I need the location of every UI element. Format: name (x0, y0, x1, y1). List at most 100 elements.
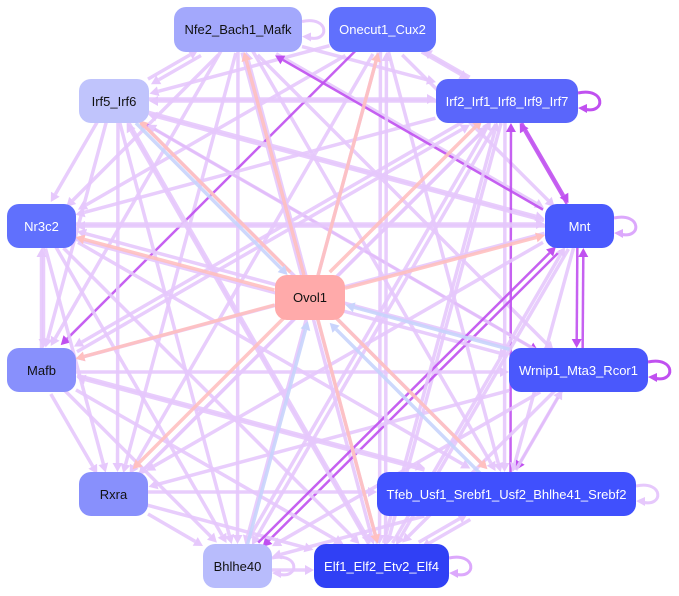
edge-tfeb-to-wrnip1 (514, 396, 560, 471)
arrowhead-irf2-to-tfeb (499, 462, 510, 472)
self-loop-arrowhead-irf2 (578, 104, 587, 113)
edge-onecut-to-rxra (132, 53, 375, 468)
arrowhead-bhlhe40-to-elf1 (305, 565, 314, 575)
node-nfe2[interactable]: Nfe2_Bach1_Mafk (174, 7, 302, 52)
edge-nr3c2-to-tfeb (77, 240, 464, 466)
arrowhead-onecut-to-irf5 (149, 86, 160, 97)
arrowhead-mafb-to-wrnip1 (500, 367, 509, 377)
edge-onecut-to-elf1 (377, 51, 383, 535)
arrowhead-elf1-to-tfeb (457, 514, 468, 524)
arrowhead-mafb-to-irf2 (459, 124, 470, 134)
edge-nfe2-to-tfeb (251, 50, 493, 465)
arrowhead-onecut-to-mafb (60, 335, 71, 346)
arrowhead-irf2-to-irf5 (149, 96, 158, 106)
arrowhead-nfe2-to-irf5 (150, 75, 162, 85)
arrowhead-ovol1-to-elf1 (370, 533, 381, 544)
self-loop-tfeb (635, 483, 660, 505)
self-loop-arrowhead-bhlhe40 (272, 569, 281, 578)
arrowhead-mnt-to-wrnip1 (571, 338, 582, 348)
node-irf2[interactable]: Irf2_Irf1_Irf8_Irf9_Irf7 (436, 79, 578, 123)
arrowhead-ovol1-to-onecut (371, 52, 381, 63)
edge-ovol1-to-nr3c2 (83, 237, 275, 292)
arrowhead-wrnip1-to-elf1 (402, 532, 413, 543)
arrowhead-irf2-to-elf1 (384, 534, 395, 544)
edge-irf5-to-nfe2 (147, 53, 192, 81)
edge-ovol1-to-tfeb (334, 315, 483, 465)
node-onecut[interactable]: Onecut1_Cux2 (329, 7, 436, 52)
node-rxra[interactable]: Rxra (79, 472, 148, 516)
arrowhead-nfe2-to-rxra (120, 463, 131, 474)
edge-mafb-to-tfeb (76, 373, 417, 468)
arrowhead-mnt-to-nr3c2 (76, 221, 85, 231)
arrowhead-rxra-to-tfeb (368, 487, 377, 497)
edge-ovol1-to-rxra (137, 315, 286, 465)
edge-nfe2-to-mnt (275, 52, 538, 205)
arrowhead-tfeb-to-wrnip1 (553, 389, 563, 401)
arrowhead-nr3c2-to-rxra (98, 462, 109, 473)
edge-mnt-to-irf5 (156, 114, 545, 223)
arrowhead-elf1-to-irf2 (490, 121, 500, 132)
edge-nfe2-to-irf5 (157, 53, 202, 82)
edge-irf2-to-mafb (80, 118, 468, 344)
edge-bhlhe40-to-ovol1 (245, 329, 308, 546)
node-bhlhe40[interactable]: Bhlhe40 (203, 544, 272, 588)
edge-ovol1-to-irf2 (328, 125, 477, 274)
edge-nfe2-to-irf2 (301, 44, 428, 82)
edge-elf1-to-onecut (383, 61, 389, 545)
arrowhead-mnt-to-rxra (146, 461, 157, 471)
arrowhead-wrnip1-to-ovol1 (345, 302, 356, 313)
arrowhead-mafb-to-nr3c2 (36, 248, 47, 257)
edge-irf5-to-mnt (148, 110, 537, 219)
arrowhead-mnt-to-irf5 (147, 111, 158, 122)
arrowhead-ovol1-to-rxra (132, 459, 143, 470)
arrowhead-irf5-to-bhlhe40 (224, 534, 235, 544)
node-ovol1[interactable]: Ovol1 (275, 275, 345, 320)
arrowhead-mafb-to-rxra (88, 463, 98, 475)
edge-wrnip1-to-rxra (156, 388, 510, 487)
arrowhead-irf2-to-mafb (73, 337, 85, 347)
edge-ovol1-to-elf1 (316, 319, 377, 536)
arrowhead-wrnip1-to-mnt (578, 248, 589, 258)
edge-irf2-to-nr3c2 (83, 116, 436, 215)
arrowhead-nfe2-to-mafb (50, 335, 60, 347)
self-loop-arrowhead-tfeb (636, 497, 645, 506)
node-nr3c2[interactable]: Nr3c2 (7, 204, 76, 248)
edge-irf2-to-onecut (429, 53, 471, 79)
edge-ovol1-to-onecut (316, 60, 378, 276)
arrowhead-irf2-to-bhlhe40 (251, 534, 261, 546)
self-loop-irf2 (577, 90, 602, 112)
node-irf5[interactable]: Irf5_Irf6 (79, 79, 149, 123)
arrowhead-ovol1-to-mafb (75, 351, 86, 362)
edge-mafb-to-rxra (49, 393, 95, 468)
node-mnt[interactable]: Mnt (545, 204, 614, 248)
edge-wrnip1-to-mnt (581, 257, 585, 349)
arrowhead-elf1-to-onecut (381, 52, 392, 62)
node-elf1[interactable]: Elf1_Elf2_Etv2_Elf4 (314, 544, 449, 588)
arrowhead-elf1-to-mnt (556, 246, 565, 258)
arrowhead-irf5-to-nfe2 (187, 50, 198, 60)
node-tfeb[interactable]: Tfeb_Usf1_Srebf1_Usf2_Bhlhe41_Srebf2 (377, 472, 636, 516)
arrowhead-irf5-to-rxra (112, 462, 123, 473)
self-loop-elf1 (448, 555, 473, 577)
arrowhead-tfeb-to-ovol1 (329, 322, 340, 333)
arrowhead-nr3c2-to-elf1 (349, 534, 360, 544)
self-loop-nfe2 (301, 19, 326, 40)
edge-mafb-to-elf1 (75, 388, 337, 542)
arrowhead-wrnip1-to-rxra (148, 479, 159, 490)
arrowhead-elf1-to-irf5 (126, 123, 136, 134)
self-loop-arrowhead-mnt (614, 229, 623, 238)
edge-irf2-to-bhlhe40 (254, 123, 498, 539)
node-wrnip1[interactable]: Wrnip1_Mta3_Rcor1 (509, 348, 648, 392)
edge-ovol1-to-irf5 (143, 125, 292, 274)
edge-wrnip1-to-irf5 (153, 127, 540, 353)
arrowhead-tfeb-to-mafb (76, 374, 87, 385)
edge-irf5-to-nr3c2 (53, 120, 100, 196)
edge-tfeb-to-bhlhe40 (280, 514, 425, 557)
node-mafb[interactable]: Mafb (7, 348, 76, 392)
edge-tfeb-to-mafb (84, 377, 425, 472)
arrowhead-irf2-to-nr3c2 (75, 207, 86, 218)
arrowhead-bhlhe40-to-irf2 (481, 120, 491, 132)
edge-mafb-to-irf2 (76, 127, 464, 354)
self-loop-arrowhead-nfe2 (302, 32, 311, 42)
